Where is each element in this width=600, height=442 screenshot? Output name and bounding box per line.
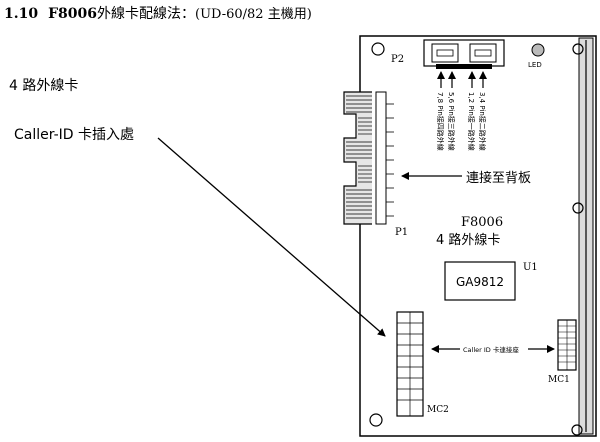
trunk-card-label: 4 路外線卡 (9, 78, 79, 94)
mc2-socket (396, 311, 424, 417)
circuit-board (359, 35, 597, 437)
mc1-socket (557, 319, 577, 371)
p1-label: P1 (395, 227, 408, 238)
led-indicator (531, 43, 545, 57)
led-label: LED (528, 61, 542, 69)
mount-hole (571, 424, 583, 436)
pin-label-3-4: 3,4 Pin接二路外線 (478, 92, 487, 151)
mc2-label: MC2 (427, 405, 449, 415)
caller-id-socket-label: Caller ID 卡連接座 (463, 345, 519, 354)
p2-connector (423, 39, 505, 69)
pin-label-1-2: 1,2 Pin接一路外線 (467, 92, 476, 151)
section-heading: 1.10 F8006外線卡配線法：(UD-60/82 主機用) (4, 7, 312, 21)
p2-pin-arrows (437, 71, 487, 88)
chip-label: GA9812 (456, 275, 504, 289)
pin-label-5-6: 5,6 Pin接三路外線 (447, 92, 456, 151)
mount-hole (572, 202, 584, 214)
board-card-name-label: 4 路外線卡 (436, 232, 500, 248)
connect-backplane-label: 連接至背板 (466, 170, 531, 186)
mount-hole (369, 413, 383, 427)
mc1-label: MC1 (548, 375, 570, 385)
mount-hole (371, 42, 385, 56)
heading-title: 外線卡配線法： (97, 6, 196, 22)
caller-id-leader-arrow (157, 137, 386, 337)
mount-hole (572, 43, 584, 55)
pin-label-7-8: 7,8 Pin接四路外線 (436, 92, 445, 151)
heading-model: F8006 (48, 6, 98, 22)
p1-connector (343, 91, 394, 225)
u1-label: U1 (523, 262, 538, 273)
heading-note: (UD-60/82 主機用) (195, 7, 312, 22)
section-number: 1.10 (4, 6, 39, 22)
u1-chip (444, 261, 516, 301)
board-model-label: F8006 (461, 215, 503, 230)
caller-id-slot-label: Caller-ID 卡插入處 (14, 127, 135, 143)
p2-label: P2 (391, 54, 404, 65)
